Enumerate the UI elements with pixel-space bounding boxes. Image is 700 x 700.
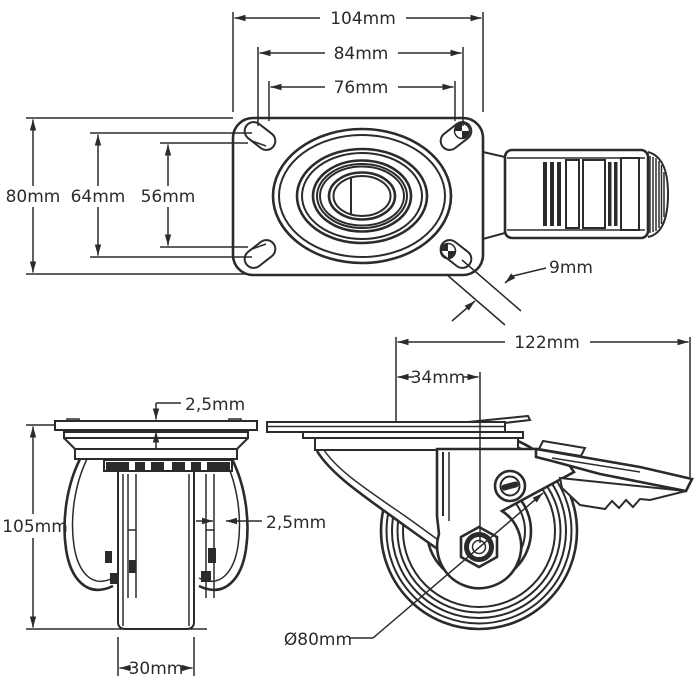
dim-label-plate-2-5mm: 2,5mm	[185, 395, 245, 415]
side-view: 122mm 34mm Ø80mm	[266, 333, 694, 650]
dim-label-64mm: 64mm	[71, 187, 126, 207]
dim-label-105mm: 105mm	[2, 517, 68, 537]
plan-mounting-plate	[231, 116, 485, 277]
dim-122mm: 122mm	[395, 333, 691, 477]
dim-fork-2-5mm: 2,5mm	[196, 513, 326, 533]
dim-label-fork-2-5mm: 2,5mm	[266, 513, 326, 533]
dim-76mm: 76mm	[268, 78, 456, 121]
dim-105mm: 105mm	[2, 424, 207, 630]
dim-34mm: 34mm	[397, 368, 481, 543]
dim-label-84mm: 84mm	[334, 44, 389, 64]
plan-hole-mark-bottom-right	[439, 242, 457, 260]
dim-label-9mm: 9mm	[549, 258, 593, 278]
dim-label-56mm: 56mm	[141, 187, 196, 207]
dim-label-34mm: 34mm	[411, 368, 466, 388]
side-brake-pedal	[534, 439, 694, 511]
plan-hole-mark-top-right	[453, 122, 471, 140]
front-mounting-plate	[54, 420, 258, 431]
dim-label-30mm: 30mm	[129, 659, 184, 679]
dim-80mm: 80mm	[6, 117, 247, 275]
side-brake-arm	[558, 476, 687, 511]
dim-label-diameter-80mm: Ø80mm	[284, 630, 352, 650]
front-view: 2,5mm 105mm 2,5mm 30mm	[2, 395, 326, 679]
dim-30mm: 30mm	[117, 637, 195, 679]
dim-9mm: 9mm	[445, 258, 593, 326]
front-fork-flanges	[127, 474, 215, 598]
dim-label-80mm: 80mm	[6, 187, 61, 207]
dim-80mm-diameter: Ø80mm	[284, 492, 544, 650]
front-wheel	[117, 470, 195, 630]
dim-label-122mm: 122mm	[514, 333, 580, 353]
plan-swivel-rings	[271, 127, 453, 265]
dim-84mm: 84mm	[257, 44, 464, 126]
dim-64mm: 64mm	[71, 132, 252, 258]
front-fork-legs	[63, 458, 249, 592]
plan-view: 104mm 84mm 76mm 80mm	[6, 9, 670, 326]
dim-104mm: 104mm	[232, 9, 484, 112]
side-swivel-housing	[302, 431, 524, 554]
dim-label-104mm: 104mm	[330, 9, 396, 29]
side-kingpin-bolt	[493, 469, 527, 503]
front-bearing	[103, 459, 233, 472]
dim-plate-2-5mm: 2,5mm	[152, 395, 245, 448]
plan-brake-pedal	[482, 148, 670, 241]
dim-56mm: 56mm	[141, 142, 248, 248]
dim-label-76mm: 76mm	[334, 78, 389, 98]
plan-bolt-slots	[243, 121, 473, 269]
side-mounting-plate	[266, 414, 532, 433]
